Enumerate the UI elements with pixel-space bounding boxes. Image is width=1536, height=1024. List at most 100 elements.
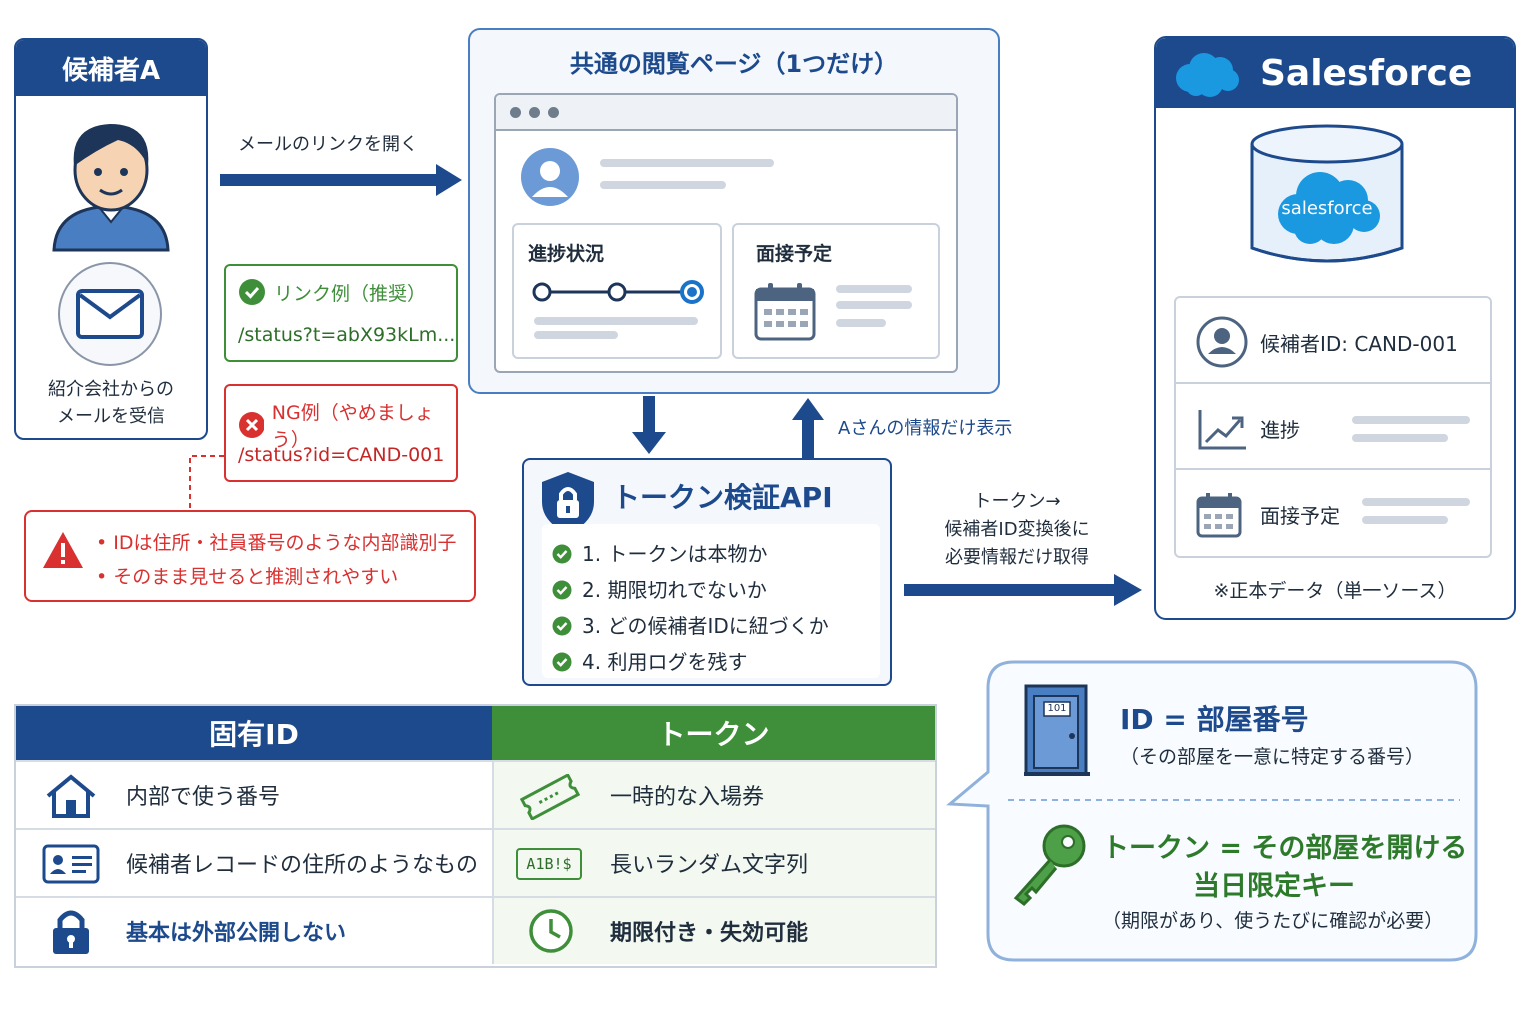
record-row-progress: 進捗 [1176, 384, 1490, 470]
api-step: 1. トークンは本物か [552, 536, 829, 572]
profile-avatar-icon [521, 148, 579, 206]
lock-icon [53, 910, 89, 954]
check-circle-icon [239, 279, 265, 305]
progress-stepper [532, 280, 704, 304]
salesforce-record-list: 候補者ID: CAND-001 進捗 面接予定 [1174, 296, 1492, 558]
ng-title-text: NG例（やめましょう） [271, 402, 434, 451]
recommended-link-title: リンク例（推奨） [238, 278, 426, 306]
candidate-card: 候補者A 紹介会社からの メールを受信 [14, 38, 208, 440]
record-row-label: 候補者ID: CAND-001 [1260, 332, 1458, 356]
salesforce-title: Salesforce [1260, 52, 1473, 94]
api-to-page-arrow [792, 398, 824, 458]
ng-link-box: NG例（やめましょう） /status?id=CAND-001 [224, 384, 458, 482]
browser-title-bar [496, 95, 956, 131]
comparison-table: 固有ID トークン 内部で使う番号 候補者レコードの住所のようなもの 基本は外部… [14, 704, 937, 968]
analogy-id-title: ID = 部屋番号 [1120, 703, 1309, 736]
analogy-id-sub: （その部屋を一意に特定する番号） [1120, 746, 1425, 768]
token-row-label: 長いランダム文字列 [610, 853, 809, 878]
person-icon [52, 124, 170, 252]
id-column-header: 固有ID [16, 706, 492, 760]
id-row-label: 候補者レコードの住所のようなもの [126, 853, 479, 878]
token-api-card: トークン検証API 1. トークンは本物か 2. 期限切れでないか 3. どの候… [522, 458, 892, 686]
fetch-label-line-3: 必要情報だけ取得 [945, 547, 1089, 568]
candidate-caption: 紹介会社からの メールを受信 [16, 376, 206, 430]
recommended-title-text: リンク例（推奨） [274, 282, 427, 305]
progress-step [532, 282, 552, 302]
shield-lock-icon [542, 472, 594, 534]
id-row: 候補者レコードの住所のようなもの [16, 828, 492, 896]
candidate-title: 候補者A [16, 40, 206, 96]
user-icon [1196, 316, 1248, 368]
interview-label: 面接予定 [756, 243, 833, 265]
placeholder-line [600, 159, 774, 167]
record-row-candidate-id: 候補者ID: CAND-001 [1176, 298, 1490, 384]
house-icon [46, 774, 96, 818]
api-step-text: 2. 期限切れでないか [582, 578, 767, 602]
api-step-text: 3. どの候補者IDに紐づくか [582, 614, 829, 638]
placeholder-line [836, 285, 912, 293]
warning-text: • IDは住所・社員番号のような内部識別子 • そのまま見せると推測されやすい [96, 526, 456, 594]
chart-icon [1198, 410, 1246, 450]
database-icon [1250, 124, 1404, 263]
id-row: 基本は外部公開しない [16, 896, 492, 964]
analogy-token-sub: （期限があり、使うたびに確認が必要） [1102, 910, 1444, 932]
token-row: 一時的な入場券 [492, 760, 935, 828]
progress-step [607, 282, 627, 302]
check-circle-icon [552, 580, 572, 600]
database-label: salesforce [1281, 198, 1373, 219]
token-row-label: 期限付き・失効可能 [610, 921, 809, 946]
placeholder-line [1362, 498, 1470, 506]
api-step-text: 4. 利用ログを残す [582, 650, 748, 674]
api-step: 2. 期限切れでないか [552, 572, 829, 608]
ng-warning-connector [189, 455, 224, 510]
calendar-icon [1196, 493, 1242, 538]
placeholder-line [836, 301, 912, 309]
warning-line-1: • IDは住所・社員番号のような内部識別子 [96, 532, 457, 554]
ng-url: /status?id=CAND-001 [238, 444, 445, 466]
placeholder-line [1352, 416, 1470, 424]
door-number: 101 [1047, 703, 1067, 714]
browser-window: 進捗状況 面接予定 [494, 93, 958, 373]
placeholder-line [534, 317, 698, 325]
placeholder-line [534, 331, 618, 339]
id-card-icon [42, 844, 100, 884]
analogy-token-title-2: 当日限定キー [1193, 871, 1355, 902]
id-row-label: 内部で使う番号 [126, 785, 281, 810]
caption-line-2: メールを受信 [57, 406, 165, 427]
recommended-link-box: リンク例（推奨） /status?t=abX93kLm... [224, 264, 458, 362]
placeholder-line [1352, 434, 1448, 442]
ticket-icon [519, 774, 581, 820]
record-row-interview: 面接予定 [1176, 470, 1490, 556]
warning-box: • IDは住所・社員番号のような内部識別子 • そのまま見せると推測されやすい [24, 510, 476, 602]
warning-line-2: • そのまま見せると推測されやすい [96, 566, 399, 588]
token-api-steps-panel [542, 524, 880, 678]
api-step-text: 1. トークンは本物か [582, 542, 768, 566]
calendar-icon [754, 283, 816, 341]
token-api-steps: 1. トークンは本物か 2. 期限切れでないか 3. どの候補者IDに紐づくか … [552, 536, 829, 680]
show-only-a-label: Aさんの情報だけ表示 [838, 418, 1013, 439]
door-icon [1024, 684, 1090, 776]
placeholder-line [1362, 516, 1448, 524]
progress-step-current [687, 287, 697, 297]
warning-icon [43, 532, 83, 568]
common-page-title: 共通の閲覧ページ（1つだけ） [569, 50, 899, 78]
window-dot [510, 106, 521, 118]
id-row: 内部で使う番号 [16, 760, 492, 828]
ng-link-title: NG例（やめましょう） [238, 398, 456, 452]
check-circle-icon [552, 544, 572, 564]
fetch-label: トークン→ 候補者ID変換後に 必要情報だけ取得 [912, 488, 1122, 572]
salesforce-note: ※正本データ（単一ソース） [1213, 580, 1457, 602]
open-link-arrow [220, 164, 462, 196]
recommended-url: /status?t=abX93kLm... [238, 324, 456, 346]
token-row: A1B!$ 長いランダム文字列 [492, 828, 935, 896]
check-circle-icon [552, 616, 572, 636]
record-row-label: 面接予定 [1260, 504, 1340, 528]
placeholder-line [600, 181, 726, 189]
placeholder-line [836, 319, 886, 327]
progress-panel: 進捗状況 [512, 223, 722, 359]
analogy-token-title-1: トークン = その部屋を開ける [1102, 833, 1468, 864]
mail-icon [58, 262, 162, 366]
error-circle-icon [239, 412, 264, 438]
window-dot [548, 106, 559, 118]
page-to-api-arrow [632, 396, 666, 454]
